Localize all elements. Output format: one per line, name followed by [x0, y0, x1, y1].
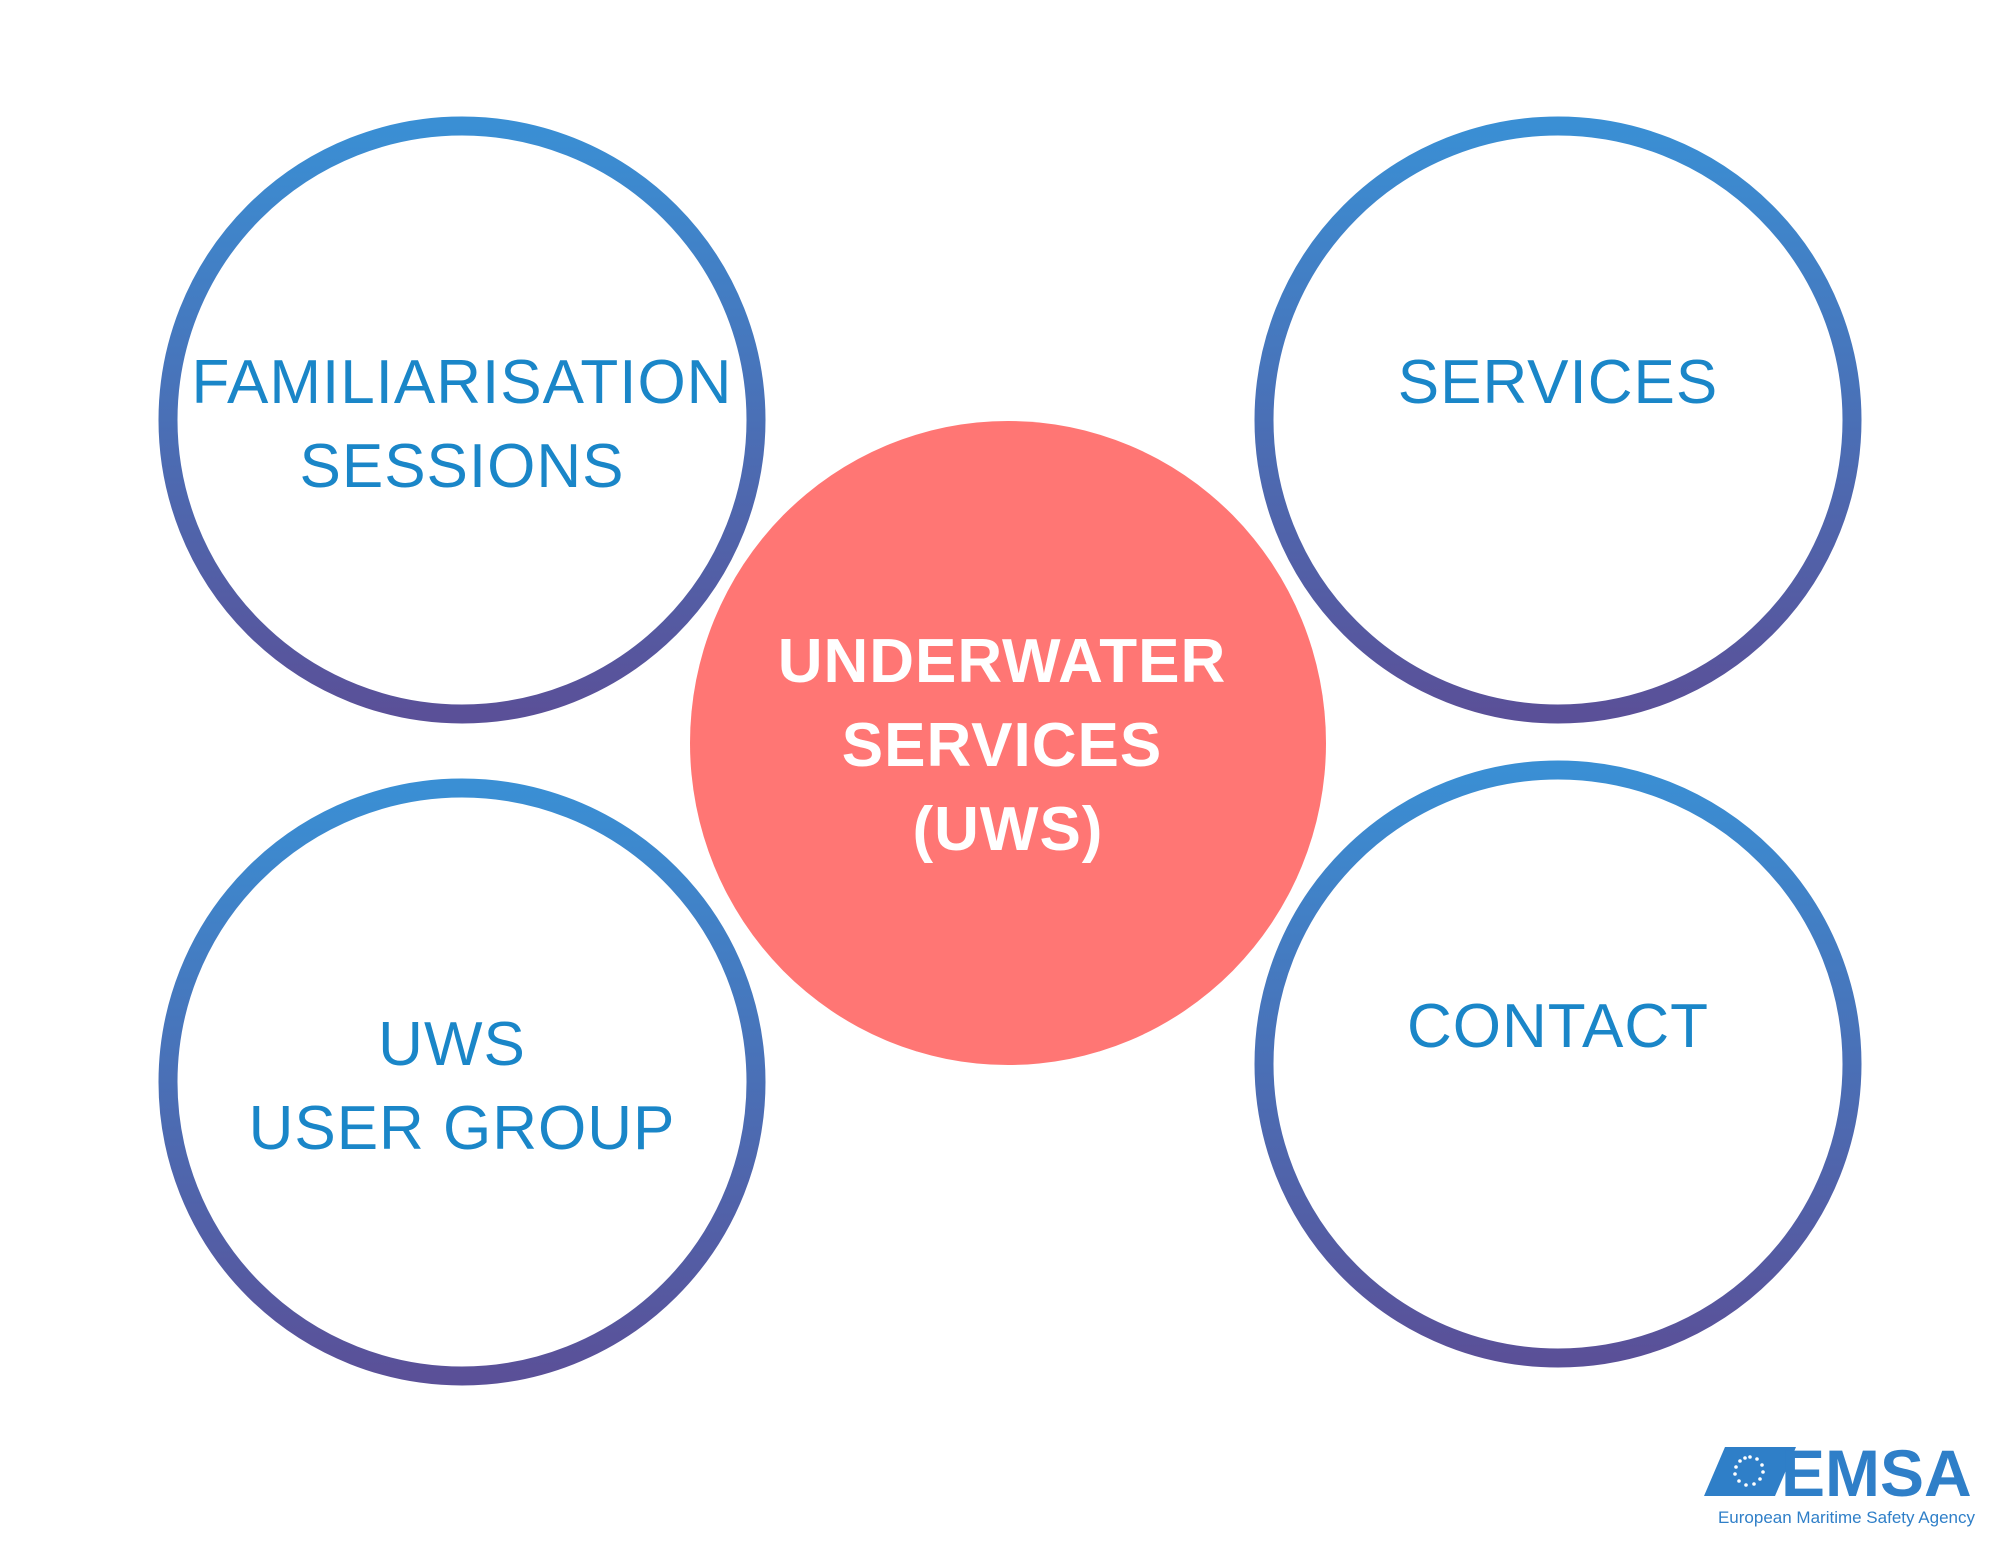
emsa-logo-wordmark: EMSA	[1781, 1436, 1972, 1510]
center-label-line-2: SERVICES	[842, 711, 1162, 780]
node-uws-user-group[interactable]: UWS USER GROUP	[158, 778, 766, 1386]
node-services-label: SERVICES	[1398, 348, 1718, 417]
node-contact-ring	[1254, 760, 1862, 1368]
node-familiarisation-label-line-1: FAMILIARISATION	[192, 348, 733, 417]
center-node-underwater-services[interactable]: UNDERWATER SERVICES (UWS)	[690, 421, 1326, 1065]
node-familiarisation-label-line-2: SESSIONS	[300, 432, 625, 501]
node-contact-label: CONTACT	[1407, 992, 1709, 1061]
node-services[interactable]: SERVICES	[1254, 116, 1862, 724]
eu-flag-icon	[1704, 1447, 1796, 1496]
emsa-logo: EMSA European Maritime Safety Agency	[1704, 1436, 1975, 1527]
emsa-logo-tagline: European Maritime Safety Agency	[1718, 1508, 1976, 1527]
center-label-line-1: UNDERWATER	[778, 627, 1227, 696]
node-user-group-label-line-2: USER GROUP	[249, 1094, 676, 1163]
center-label-line-3: (UWS)	[913, 795, 1104, 864]
center-node-disc	[690, 421, 1326, 1065]
node-familiarisation-sessions[interactable]: FAMILIARISATION SESSIONS	[158, 116, 766, 724]
node-contact[interactable]: CONTACT	[1254, 760, 1862, 1368]
node-user-group-ring	[158, 778, 766, 1386]
node-services-ring	[1254, 116, 1862, 724]
node-user-group-label-line-1: UWS	[378, 1010, 526, 1079]
node-familiarisation-ring	[158, 116, 766, 724]
